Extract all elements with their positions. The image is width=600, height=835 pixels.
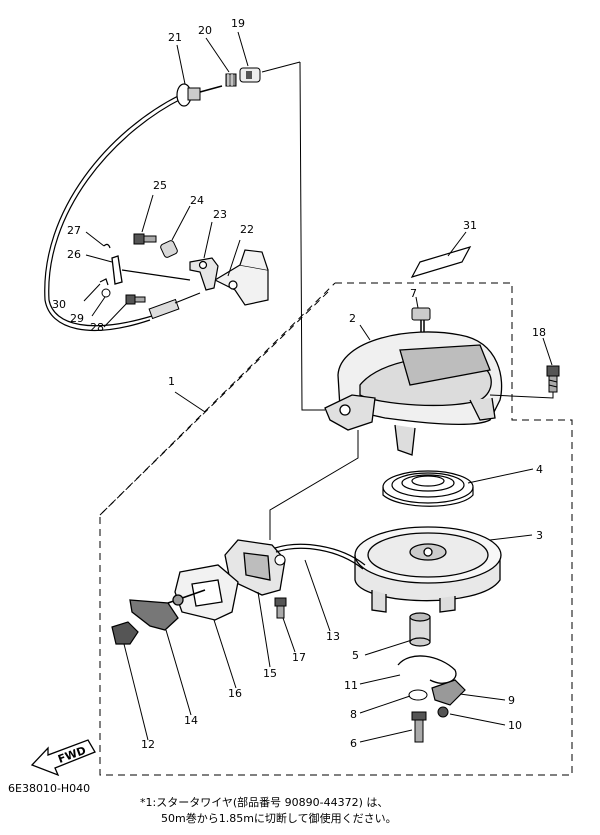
seal-16 bbox=[174, 564, 239, 621]
collar-24 bbox=[160, 240, 178, 258]
bolt-17 bbox=[274, 597, 287, 619]
spring-20 bbox=[225, 73, 237, 87]
cable-end-19 bbox=[239, 67, 261, 83]
callout-7: 7 bbox=[410, 287, 417, 300]
callout-16: 16 bbox=[228, 687, 242, 700]
callout-12: 12 bbox=[141, 738, 155, 751]
leader-1 bbox=[174, 391, 206, 413]
callout-13: 13 bbox=[326, 630, 340, 643]
callout-2: 2 bbox=[349, 312, 356, 325]
callout-23: 23 bbox=[213, 208, 227, 221]
callout-19: 19 bbox=[231, 17, 245, 30]
callout-5: 5 bbox=[352, 649, 359, 662]
drive-pawl-9 bbox=[431, 679, 466, 706]
callout-8: 8 bbox=[350, 708, 357, 721]
bolt-25 bbox=[133, 233, 157, 245]
callout-11: 11 bbox=[344, 679, 358, 692]
callout-numbers: 21 20 19 25 24 23 22 27 26 30 29 28 31 7… bbox=[52, 17, 546, 751]
fwd-arrow-icon: FWD bbox=[30, 739, 96, 777]
handle-14 bbox=[129, 589, 206, 631]
pulley-3 bbox=[354, 526, 502, 613]
bolt-18 bbox=[546, 365, 560, 393]
wire-leader-down bbox=[299, 61, 325, 411]
callout-30: 30 bbox=[52, 298, 66, 311]
starter-wire-note: *1:スタータワイヤ(部品番号 90890-44372) は、 50m巻から1.… bbox=[140, 795, 397, 827]
callout-3: 3 bbox=[536, 529, 543, 542]
figure-code: 6E38010-H040 bbox=[8, 782, 91, 795]
callout-1: 1 bbox=[168, 375, 175, 388]
callout-26: 26 bbox=[67, 248, 81, 261]
washer-8 bbox=[408, 689, 428, 701]
lever-23 bbox=[189, 257, 219, 291]
callout-22: 22 bbox=[240, 223, 254, 236]
starter-case-2 bbox=[324, 331, 503, 456]
clip-30 bbox=[99, 278, 109, 286]
callout-4: 4 bbox=[536, 463, 543, 476]
bolt-28 bbox=[125, 294, 146, 305]
clip-10 bbox=[437, 706, 449, 718]
spiral-spring-4 bbox=[382, 470, 474, 507]
bolt-6 bbox=[411, 711, 427, 743]
callout-9: 9 bbox=[508, 694, 515, 707]
callout-10: 10 bbox=[508, 719, 522, 732]
callout-29: 29 bbox=[70, 312, 84, 325]
leader-18-line bbox=[489, 392, 554, 399]
callout-25: 25 bbox=[153, 179, 167, 192]
link-rod-26 bbox=[111, 255, 191, 285]
callout-14: 14 bbox=[184, 714, 198, 727]
callout-28: 28 bbox=[90, 321, 104, 334]
callout-17: 17 bbox=[292, 651, 306, 664]
starter-rope-13 bbox=[274, 543, 366, 570]
washer-29 bbox=[101, 288, 111, 298]
callout-18: 18 bbox=[532, 326, 546, 339]
callout-15: 15 bbox=[263, 667, 277, 680]
bracket-22 bbox=[213, 249, 269, 306]
callout-21: 21 bbox=[168, 31, 182, 44]
starter-wire bbox=[44, 94, 184, 331]
leader-lines bbox=[83, 31, 553, 743]
callout-27: 27 bbox=[67, 224, 81, 237]
fwd-label: FWD bbox=[56, 744, 87, 766]
cable-joint bbox=[148, 292, 201, 320]
note-line-2: 50m巻から1.85mに切断して御使用ください。 bbox=[161, 812, 397, 825]
cap-12 bbox=[111, 621, 139, 645]
callout-6: 6 bbox=[350, 737, 357, 750]
collar-5 bbox=[409, 612, 431, 647]
handle-cover-15 bbox=[224, 539, 286, 596]
wire-leader-top bbox=[261, 61, 301, 73]
clip-27 bbox=[103, 243, 111, 249]
note-line-1: *1:スタータワイヤ(部品番号 90890-44372) は、 bbox=[140, 796, 389, 809]
handle-leader bbox=[269, 430, 359, 540]
spring-11 bbox=[397, 655, 457, 684]
assembly-boundary bbox=[99, 282, 573, 776]
grommet bbox=[274, 554, 286, 566]
callout-20: 20 bbox=[198, 24, 212, 37]
label-31 bbox=[410, 246, 472, 278]
callout-31: 31 bbox=[463, 219, 477, 232]
cable-adjuster-21 bbox=[176, 83, 223, 107]
callout-24: 24 bbox=[190, 194, 204, 207]
